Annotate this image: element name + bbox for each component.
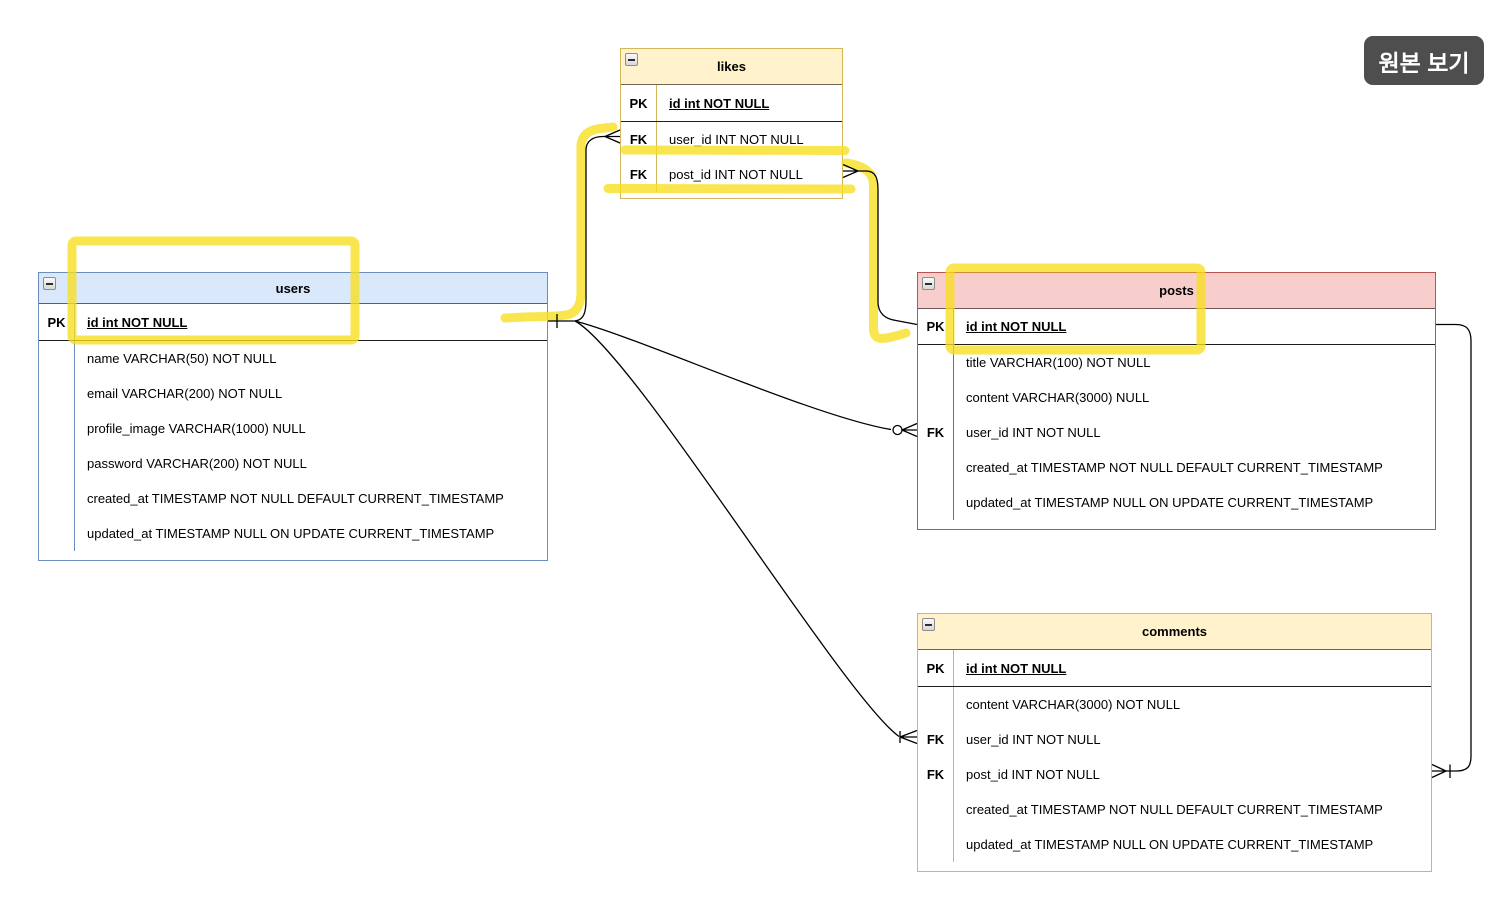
cardinality-zero-circle xyxy=(892,424,903,436)
table-row[interactable]: FK user_id INT NOT NULL xyxy=(918,415,1435,450)
relationship-users-posts[interactable] xyxy=(574,320,918,438)
table-row[interactable]: updated_at TIMESTAMP NULL ON UPDATE CURR… xyxy=(918,827,1431,862)
crows-foot-many xyxy=(1431,763,1447,779)
column-def: updated_at TIMESTAMP NULL ON UPDATE CURR… xyxy=(953,485,1435,520)
table-row[interactable]: PK id int NOT NULL xyxy=(621,85,842,122)
key-label xyxy=(39,376,74,411)
table-row[interactable]: FK post_id INT NOT NULL xyxy=(918,757,1431,792)
key-label xyxy=(39,446,74,481)
table-row[interactable]: name VARCHAR(50) NOT NULL xyxy=(39,341,547,376)
key-label xyxy=(39,341,74,376)
key-label: FK xyxy=(926,425,945,440)
table-row[interactable]: FK user_id INT NOT NULL xyxy=(621,122,842,157)
column-def: content VARCHAR(3000) NOT NULL xyxy=(953,687,1431,722)
key-label: PK xyxy=(926,319,945,334)
column-def: id int NOT NULL xyxy=(953,309,1435,344)
crows-foot-many xyxy=(604,129,621,144)
column-def: id int NOT NULL xyxy=(656,85,842,121)
key-label: PK xyxy=(47,314,66,330)
key-label xyxy=(918,345,953,380)
column-def: post_id INT NOT NULL xyxy=(656,157,842,192)
table-footer-strip xyxy=(621,192,842,198)
column-def: password VARCHAR(200) NOT NULL xyxy=(74,446,547,481)
table-row[interactable]: created_at TIMESTAMP NOT NULL DEFAULT CU… xyxy=(918,450,1435,485)
table-row[interactable]: FK user_id INT NOT NULL xyxy=(918,722,1431,757)
relationship-users-likes[interactable] xyxy=(548,129,621,328)
column-def: title VARCHAR(100) NOT NULL xyxy=(953,345,1435,380)
table-row[interactable]: FK post_id INT NOT NULL xyxy=(621,157,842,192)
column-def: updated_at TIMESTAMP NULL ON UPDATE CURR… xyxy=(74,516,547,551)
collapse-icon[interactable] xyxy=(922,277,935,290)
table-row[interactable]: PK id int NOT NULL xyxy=(918,650,1431,687)
table-comments-header[interactable]: comments xyxy=(918,614,1431,650)
key-label xyxy=(918,380,953,415)
key-label: FK xyxy=(926,767,945,782)
collapse-icon[interactable] xyxy=(625,53,638,66)
key-label: FK xyxy=(926,732,945,747)
crows-foot-many xyxy=(842,163,859,179)
table-title: posts xyxy=(1159,283,1194,298)
column-def: id int NOT NULL xyxy=(74,304,547,340)
crows-foot-many xyxy=(901,422,918,438)
key-label xyxy=(918,485,953,520)
table-row[interactable]: email VARCHAR(200) NOT NULL xyxy=(39,376,547,411)
table-title: likes xyxy=(717,59,746,74)
table-posts[interactable]: posts PK id int NOT NULL title VARCHAR(1… xyxy=(917,272,1436,530)
table-row[interactable]: content VARCHAR(3000) NULL xyxy=(918,380,1435,415)
column-def: name VARCHAR(50) NOT NULL xyxy=(74,341,547,376)
key-label: FK xyxy=(629,167,648,182)
table-row[interactable]: password VARCHAR(200) NOT NULL xyxy=(39,446,547,481)
key-label: PK xyxy=(629,95,648,111)
table-row[interactable]: title VARCHAR(100) NOT NULL xyxy=(918,345,1435,380)
key-label xyxy=(39,516,74,551)
table-row[interactable]: created_at TIMESTAMP NOT NULL DEFAULT CU… xyxy=(918,792,1431,827)
highlight-likes-posts-trace xyxy=(841,158,911,343)
key-label xyxy=(918,792,953,827)
column-def: created_at TIMESTAMP NOT NULL DEFAULT CU… xyxy=(953,450,1435,485)
table-row[interactable]: PK id int NOT NULL xyxy=(39,304,547,341)
table-posts-header[interactable]: posts xyxy=(918,273,1435,309)
column-def: content VARCHAR(3000) NULL xyxy=(953,380,1435,415)
view-original-button[interactable]: 원본 보기 xyxy=(1364,36,1484,85)
table-title: users xyxy=(275,280,311,296)
table-row[interactable]: content VARCHAR(3000) NOT NULL xyxy=(918,687,1431,722)
column-def: user_id INT NOT NULL xyxy=(953,415,1435,450)
column-def: id int NOT NULL xyxy=(953,650,1431,686)
table-row[interactable]: PK id int NOT NULL xyxy=(918,309,1435,345)
column-def: created_at TIMESTAMP NOT NULL DEFAULT CU… xyxy=(74,481,547,516)
table-footer-strip xyxy=(39,551,547,560)
key-label xyxy=(39,411,74,446)
table-users[interactable]: users PK id int NOT NULL name VARCHAR(50… xyxy=(38,272,548,561)
table-footer-strip xyxy=(918,520,1435,529)
key-label: PK xyxy=(926,660,945,676)
column-def: profile_image VARCHAR(1000) NULL xyxy=(74,411,547,446)
table-title: comments xyxy=(1141,624,1208,639)
key-label xyxy=(918,827,953,862)
table-footer-strip xyxy=(918,862,1431,871)
key-label xyxy=(918,450,953,485)
table-row[interactable]: profile_image VARCHAR(1000) NULL xyxy=(39,411,547,446)
column-def: post_id INT NOT NULL xyxy=(953,757,1431,792)
column-def: user_id INT NOT NULL xyxy=(953,722,1431,757)
relationship-posts-likes[interactable] xyxy=(842,163,918,326)
table-row[interactable]: updated_at TIMESTAMP NULL ON UPDATE CURR… xyxy=(39,516,547,551)
column-def: updated_at TIMESTAMP NULL ON UPDATE CURR… xyxy=(953,827,1431,862)
table-row[interactable]: updated_at TIMESTAMP NULL ON UPDATE CURR… xyxy=(918,485,1435,520)
collapse-icon[interactable] xyxy=(922,618,935,631)
table-comments[interactable]: comments PK id int NOT NULL content VARC… xyxy=(917,613,1432,872)
key-label: FK xyxy=(629,132,648,147)
column-def: created_at TIMESTAMP NOT NULL DEFAULT CU… xyxy=(953,792,1431,827)
key-label xyxy=(918,687,953,722)
table-row[interactable]: created_at TIMESTAMP NOT NULL DEFAULT CU… xyxy=(39,481,547,516)
collapse-icon[interactable] xyxy=(43,277,56,290)
table-likes[interactable]: likes PK id int NOT NULL FK user_id INT … xyxy=(620,48,843,199)
column-def: email VARCHAR(200) NOT NULL xyxy=(74,376,547,411)
relationship-posts-comments[interactable] xyxy=(1431,323,1472,779)
key-label xyxy=(39,481,74,516)
table-likes-header[interactable]: likes xyxy=(621,49,842,85)
table-users-header[interactable]: users xyxy=(39,273,547,304)
relationship-users-comments[interactable] xyxy=(574,320,918,745)
crows-foot-many xyxy=(899,729,918,745)
column-def: user_id INT NOT NULL xyxy=(656,122,842,157)
